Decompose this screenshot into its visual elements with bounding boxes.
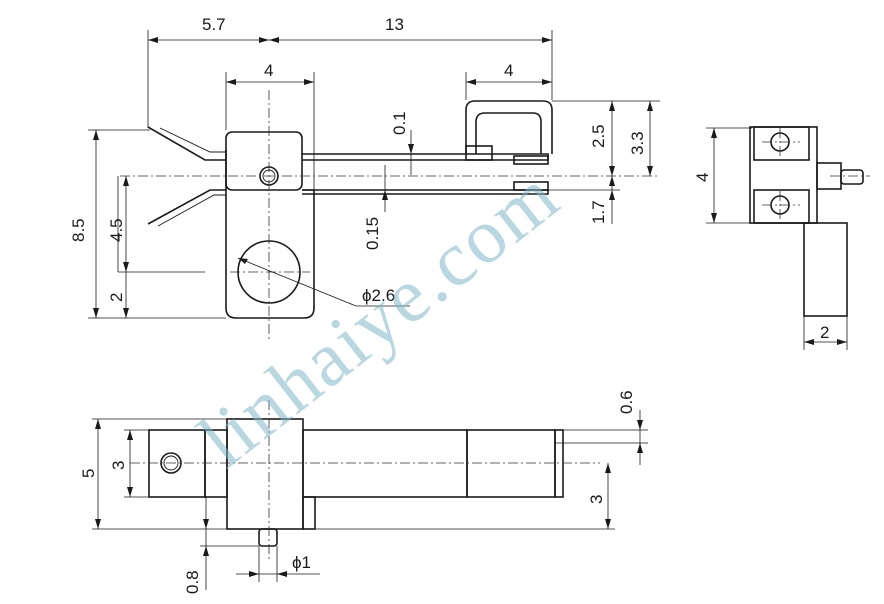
dim-side-4: 4 xyxy=(693,173,712,182)
dim-4-left: 4 xyxy=(264,61,273,80)
dim-dia-2-6: ϕ2.6 xyxy=(362,286,395,305)
dimension-lines xyxy=(88,30,848,590)
bottom-view xyxy=(130,400,600,560)
lower-tab xyxy=(513,181,549,191)
side-view xyxy=(749,126,870,317)
dim-0-15: 0.15 xyxy=(363,217,382,250)
lower-lever-left xyxy=(147,189,226,225)
dim-bottom-0-6: 0.6 xyxy=(617,390,636,414)
side-leg xyxy=(803,222,848,317)
bottom-end-cap xyxy=(554,429,564,498)
dim-2-left: 2 xyxy=(107,293,126,302)
body-lower xyxy=(225,150,315,319)
upper-tab xyxy=(513,155,549,165)
dim-bottom-5: 5 xyxy=(79,469,98,478)
bottom-pin xyxy=(258,528,278,547)
watermark: linhaiye.com xyxy=(183,151,575,484)
bottom-shaft-right xyxy=(466,429,556,498)
body-upper xyxy=(225,131,303,191)
dim-bottom-3-left: 3 xyxy=(109,461,128,470)
dim-1-7: 1.7 xyxy=(589,200,608,224)
hook-foot xyxy=(465,145,493,161)
dim-0-1: 0.1 xyxy=(390,111,409,135)
dimension-labels: 5.7 13 4 4 0.1 2.5 3.3 0.15 1.7 8.5 4.5 … xyxy=(69,15,829,594)
side-lower-block xyxy=(753,189,810,224)
bottom-tab-hole-inner xyxy=(163,455,179,471)
bottom-neck xyxy=(204,429,228,498)
upper-lever-left-edge xyxy=(159,127,226,153)
lower-lever-left-edge xyxy=(157,194,226,227)
dim-4-5: 4.5 xyxy=(107,218,126,242)
dim-4-right: 4 xyxy=(504,61,513,80)
bottom-flange xyxy=(302,496,316,530)
side-upper-block xyxy=(753,126,810,161)
bottom-shaft-left xyxy=(302,429,468,498)
dim-bottom-3-right: 3 xyxy=(587,495,606,504)
dim-side-2: 2 xyxy=(820,323,829,342)
dim-2-5: 2.5 xyxy=(589,124,608,148)
lower-lever xyxy=(302,189,549,195)
dim-13: 13 xyxy=(385,15,404,34)
dim-5-7: 5.7 xyxy=(202,15,226,34)
dim-8-5: 8.5 xyxy=(69,218,88,242)
side-pin xyxy=(840,169,864,185)
dim-dia-1: ϕ1 xyxy=(292,553,311,572)
dim-3-3: 3.3 xyxy=(628,131,647,155)
upper-lever-left xyxy=(147,126,226,161)
front-view xyxy=(120,90,660,340)
dim-bottom-0-8: 0.8 xyxy=(183,570,202,594)
hook-inner xyxy=(475,112,542,154)
hook-outer xyxy=(465,100,553,154)
side-body xyxy=(749,126,818,224)
bottom-tab xyxy=(148,429,206,498)
